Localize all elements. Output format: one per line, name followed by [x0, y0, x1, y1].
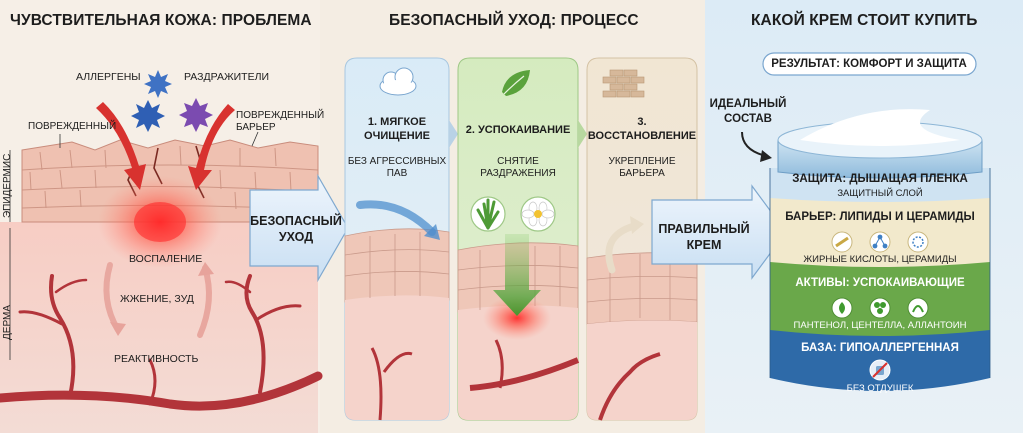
fatty-acids-icon — [831, 231, 853, 253]
step-1-title-1: 1. МЯГКОЕ — [367, 116, 427, 128]
problem-title: ЧУВСТВИТЕЛЬНАЯ КОЖА: ПРОБЛЕМА — [10, 12, 312, 29]
damaged-label: ПОВРЕЖДЕННЫЙ — [28, 121, 117, 132]
allergens-label: АЛЛЕРГЕНЫ — [76, 71, 141, 83]
layer-actives-title: АКТИВЫ: УСПОКАИВАЮЩИЕ — [795, 277, 965, 289]
step-3-desc-1: УКРЕПЛЕНИЕ — [608, 156, 676, 167]
process-title: БЕЗОПАСНЫЙ УХОД: ПРОЦЕСС — [389, 12, 639, 29]
result-badge — [762, 52, 977, 76]
step-3-panel — [586, 57, 698, 421]
epidermis-label: ЭПИДЕРМИС — [2, 153, 13, 218]
layer-base-title: БАЗА: ГИПОАЛЛЕРГЕННАЯ — [801, 342, 959, 354]
ceramide-icon — [907, 231, 929, 253]
cloud-icon — [379, 67, 417, 96]
step-2-title: 2. УСПОКАИВАНИЕ — [465, 124, 571, 136]
damaged-barrier-label-2: БАРЬЕР — [236, 122, 276, 133]
step-3-title-1: 3. — [637, 116, 647, 128]
right-cream-arrow-line-1: ПРАВИЛЬНЫЙ — [658, 222, 750, 236]
layer-barrier-title: БАРЬЕР: ЛИПИДЫ И ЦЕРАМИДЫ — [785, 211, 975, 223]
step-3-desc-2: БАРЬЕРА — [619, 168, 665, 179]
allergen-particle-icon — [131, 70, 172, 132]
aloe-icon — [470, 196, 506, 232]
damaged-barrier-label-1: ПОВРЕЖДЕННЫЙ — [236, 110, 325, 121]
safe-care-arrow — [249, 173, 349, 283]
layer-protection-title: ЗАЩИТА: ДЫШАЩАЯ ПЛЕНКА — [792, 173, 968, 185]
allantoin-icon — [907, 297, 929, 319]
layer-barrier-sub: ЖИРНЫЕ КИСЛОТЫ, ЦЕРАМИДЫ — [803, 254, 957, 265]
dermis-label: ДЕРМА — [2, 305, 13, 340]
leaf-icon — [502, 70, 530, 96]
centella-icon — [869, 297, 891, 319]
ideal-composition-line-1: ИДЕАЛЬНЫЙ — [709, 98, 787, 110]
result-title: КАКОЙ КРЕМ СТОИТ КУПИТЬ — [751, 12, 978, 29]
step-2-desc-2: РАЗДРАЖЕНИЯ — [480, 168, 556, 179]
inflammation-label: ВОСПАЛЕНИЕ — [129, 253, 203, 265]
layer-base-sub: БЕЗ ОТДУШЕК — [846, 383, 914, 394]
ideal-composition-line-2: СОСТАВ — [724, 113, 772, 125]
result-badge-text: РЕЗУЛЬТАТ: КОМФОРТ И ЗАЩИТА — [771, 58, 967, 70]
step-1-desc-2: ПАВ — [386, 168, 408, 179]
right-cream-arrow-line-2: КРЕМ — [686, 238, 722, 252]
step-2-desc-1: СНЯТИЕ — [497, 156, 539, 167]
safe-care-arrow-line-2: УХОД — [278, 230, 314, 244]
layer-protection-sub: ЗАЩИТНЫЙ СЛОЙ — [837, 188, 923, 199]
irritant-particle-icon — [179, 98, 213, 132]
chamomile-icon — [520, 196, 556, 232]
brick-wall-icon — [602, 69, 645, 98]
reactivity-label: РЕАКТИВНОСТЬ — [114, 353, 199, 365]
cream-jar — [769, 109, 991, 391]
step-1-title-2: ОЧИЩЕНИЕ — [364, 130, 430, 142]
irritants-label: РАЗДРАЖИТЕЛИ — [184, 71, 270, 83]
safe-care-arrow-line-1: БЕЗОПАСНЫЙ — [250, 214, 342, 228]
no-fragrance-icon — [869, 359, 891, 381]
right-cream-arrow — [651, 184, 787, 280]
panthenol-icon — [831, 297, 853, 319]
step-3-title-2: ВОССТАНОВЛЕНИЕ — [587, 130, 697, 142]
burning-label: ЖЖЕНИЕ, ЗУД — [120, 293, 194, 305]
layer-actives-sub: ПАНТЕНОЛ, ЦЕНТЕЛЛА, АЛЛАНТОИН — [793, 320, 967, 331]
step-1-desc-1: БЕЗ АГРЕССИВНЫХ — [347, 156, 447, 167]
step-1-panel — [344, 57, 450, 421]
molecule-icon — [869, 231, 891, 253]
step-2-panel — [457, 57, 580, 421]
